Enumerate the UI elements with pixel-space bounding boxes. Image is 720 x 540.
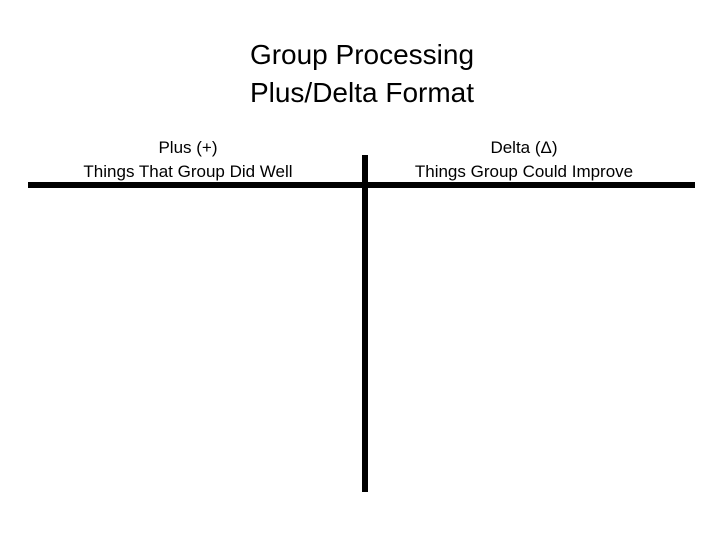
plus-column-heading: Plus (+) <box>158 138 218 157</box>
delta-column-header: Delta (Δ) Things Group Could Improve <box>384 136 664 184</box>
plus-column-header: Plus (+) Things That Group Did Well <box>28 136 348 184</box>
delta-column-body <box>372 192 695 492</box>
vertical-rule <box>362 155 368 492</box>
plus-column-subheading: Things That Group Did Well <box>83 162 293 181</box>
horizontal-rule <box>28 182 695 188</box>
delta-column-heading: Delta (Δ) <box>490 138 558 157</box>
title-line-2: Plus/Delta Format <box>249 77 475 108</box>
page-title: Group Processing Plus/Delta Format <box>0 36 720 112</box>
title-line-1: Group Processing <box>249 39 475 70</box>
delta-column-subheading: Things Group Could Improve <box>414 162 634 181</box>
plus-column-body <box>28 192 358 492</box>
